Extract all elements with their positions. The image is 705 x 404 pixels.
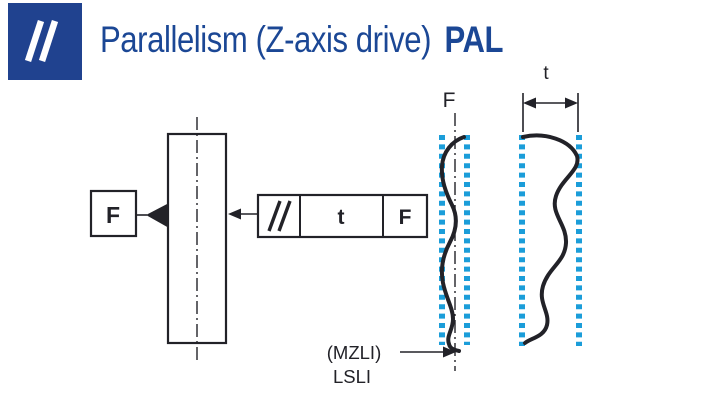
annotation-line1: (MZLI)	[327, 342, 381, 363]
fcf-tolerance-label: t	[338, 206, 345, 229]
datum-label-box	[89, 189, 138, 238]
datum-label: F	[106, 202, 120, 228]
annotation-arrowhead-icon	[443, 346, 456, 358]
dimension-arrowhead-right-icon	[565, 97, 578, 109]
fcf-datum-label: F	[399, 206, 412, 229]
fcf-leader-arrowhead-icon	[228, 208, 241, 220]
tolerance-zone-diagram: F (MZLI) LSLI	[327, 89, 470, 387]
page-title: Parallelism (Z-axis drive) PAL	[100, 21, 503, 58]
page-title-code: PAL	[444, 19, 504, 60]
header-parallelism-badge	[8, 3, 82, 80]
tolerance-width-diagram: t	[519, 63, 582, 346]
parallelism-icon	[267, 200, 292, 232]
page-title-text: Parallelism (Z-axis drive)	[100, 19, 432, 60]
annotation-line2: LSLI	[333, 366, 371, 387]
datum-triangle-icon	[146, 203, 169, 228]
datum-axis-label: F	[443, 89, 456, 112]
tolerance-width-label: t	[543, 63, 549, 84]
actual-profile-curve	[521, 133, 580, 345]
actual-axis-curve	[439, 135, 466, 353]
feature-control-frame: t F	[256, 193, 429, 239]
dimension-arrowhead-left-icon	[523, 97, 536, 109]
workpiece-diagram: F	[89, 117, 258, 362]
parallelism-icon	[24, 19, 59, 63]
